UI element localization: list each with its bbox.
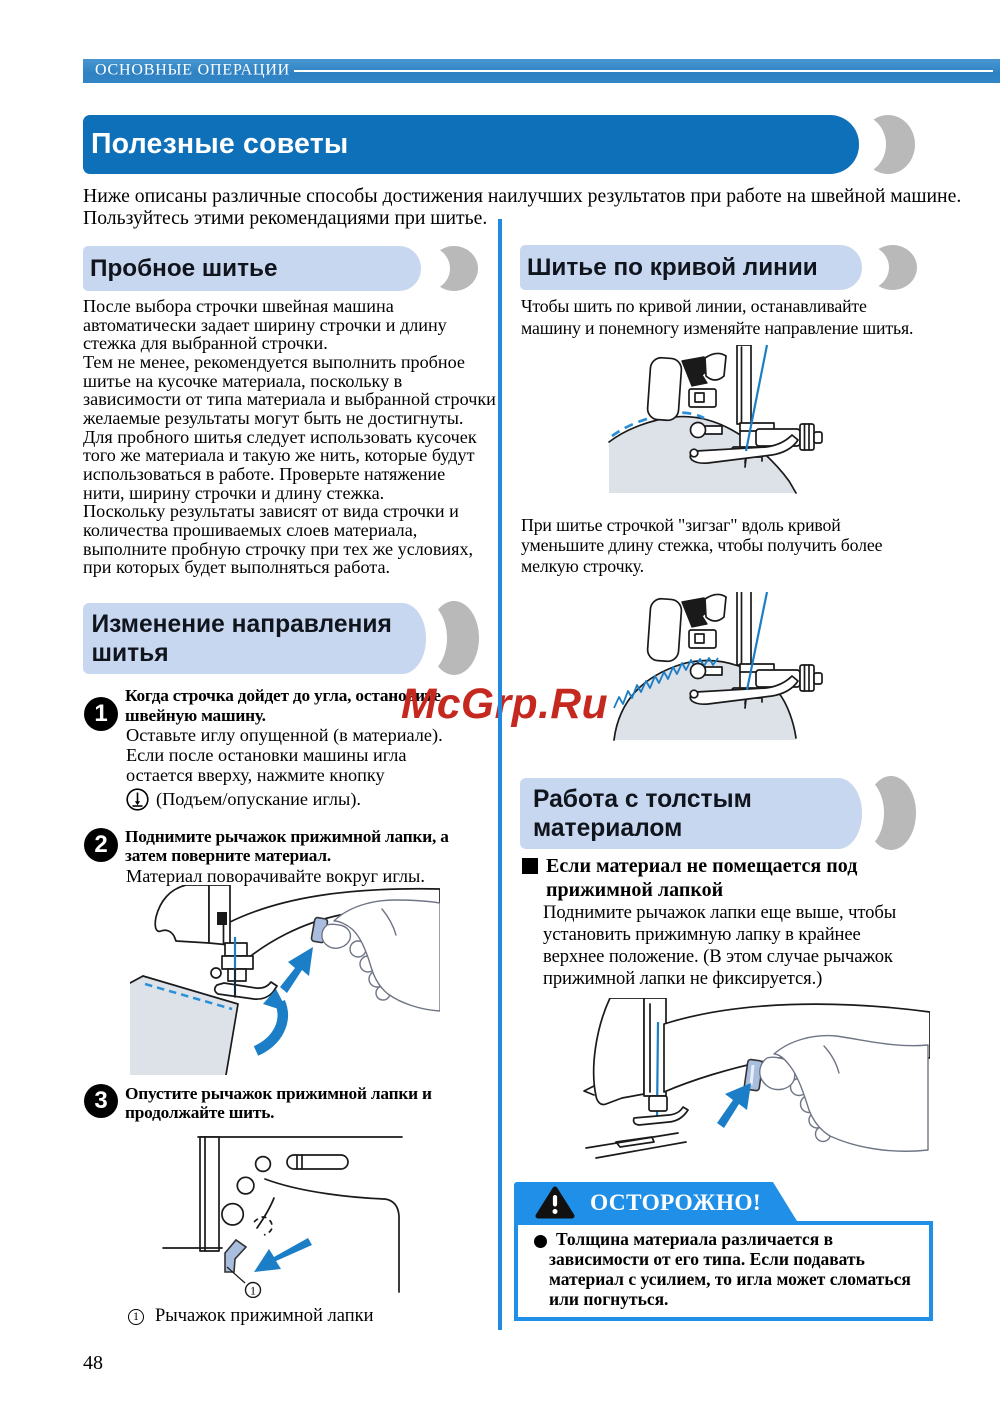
section-change-direction-title: Изменение направления шитья [91,610,392,667]
warning-triangle-icon [535,1186,575,1219]
section-moon-decoration [840,245,917,290]
step-1-icon-text: (Подъем/опускание иглы). [156,788,361,809]
square-bullet-icon [522,858,538,874]
intro-paragraph: Ниже описаны различные способы достижени… [83,185,962,229]
step-2-number: 2 [94,831,108,858]
caution-body: Толщина материала различается в зависимо… [549,1229,911,1310]
lever-caption: 1 Рычажок прижимной лапки [128,1306,374,1327]
page-title-banner: Полезные советы [83,115,915,174]
thick-fabric-body: Поднимите рычажок лапки еще выше, чтобы … [543,902,897,989]
step-2-badge: 2 [84,828,118,862]
step-3-number: 3 [94,1087,108,1114]
caution-bullet-icon [534,1235,547,1248]
caution-title: ОСТОРОЖНО! [590,1190,761,1216]
illustration-lift-lever [583,998,930,1159]
step-1-description: Оставьте иглу опущенной (в материале). Е… [126,725,443,785]
caution-band: ОСТОРОЖНО! [514,1182,797,1221]
caution-box: Толщина материала различается в зависимо… [514,1221,933,1321]
section-pill: Шитье по кривой линии [520,245,862,290]
section-change-direction-header: Изменение направления шитья [83,601,488,675]
watermark: McGrp.Ru [401,681,609,728]
trial-sewing-body: После выбора строчки швейная машина авто… [83,296,496,578]
circled-1-icon: 1 [128,1308,144,1325]
section-pill: Изменение направления шитья [83,603,426,674]
section-curve-sewing-header: Шитье по кривой линии [520,245,920,290]
page-title-pill: Полезные советы [83,115,859,174]
page-number: 48 [83,1352,103,1374]
section-thick-fabric-title: Работа с толстым материалом [533,785,752,842]
banner-moon-decoration [832,115,915,174]
page-title: Полезные советы [91,128,349,160]
thick-fabric-subsection: Если материал не помещается под прижимно… [521,854,857,902]
section-trial-sewing-header: Пробное шитье [83,246,478,291]
section-moon-decoration [402,246,478,291]
illustration-curve-stitching [608,345,823,494]
step-1-badge: 1 [84,697,118,731]
illustration-turn-fabric [130,885,440,1075]
step-1-instruction: Когда строчка дойдет до угла, остановите… [125,686,441,725]
lever-caption-text: Рычажок прижимной лапки [155,1306,374,1326]
illustration-zigzag-stitching [613,592,823,741]
section-moon-decoration [834,776,916,850]
step-2-instruction: Поднимите рычажок прижимной лапки, а зат… [125,826,449,866]
curve-sewing-p1: Чтобы шить по кривой линии, останавливай… [521,296,914,338]
illustration-lower-lever: 1 [162,1136,403,1298]
section-moon-decoration [397,601,479,675]
step-3-badge: 3 [84,1084,118,1118]
section-pill: Работа с толстым материалом [520,778,862,849]
step-1-icon-line: (Подъем/опускание иглы). [126,788,361,811]
curve-sewing-p2: При шитье строчкой "зигзаг" вдоль кривой… [521,514,883,576]
kicker-bar: ОСНОВНЫЕ ОПЕРАЦИИ [83,59,1000,83]
section-trial-sewing-title: Пробное шитье [90,254,278,282]
section-curve-sewing-title: Шитье по кривой линии [527,253,818,281]
section-thick-fabric-header: Работа с толстым материалом [520,776,920,850]
needle-updown-icon [126,788,149,811]
column-divider [498,219,502,1330]
callout-1-label: 1 [250,1284,256,1298]
step-3-instruction: Опустите рычажок прижимной лапки и продо… [125,1083,432,1123]
step-2-description: Материал поворачивайте вокруг иглы. [126,865,425,886]
thick-fabric-bullet-heading: Если материал не помещается под прижимно… [546,855,858,901]
section-pill: Пробное шитье [83,246,421,291]
step-1-number: 1 [94,700,108,727]
kicker-title: ОСНОВНЫЕ ОПЕРАЦИИ [95,61,291,79]
kicker-rule [294,70,993,72]
